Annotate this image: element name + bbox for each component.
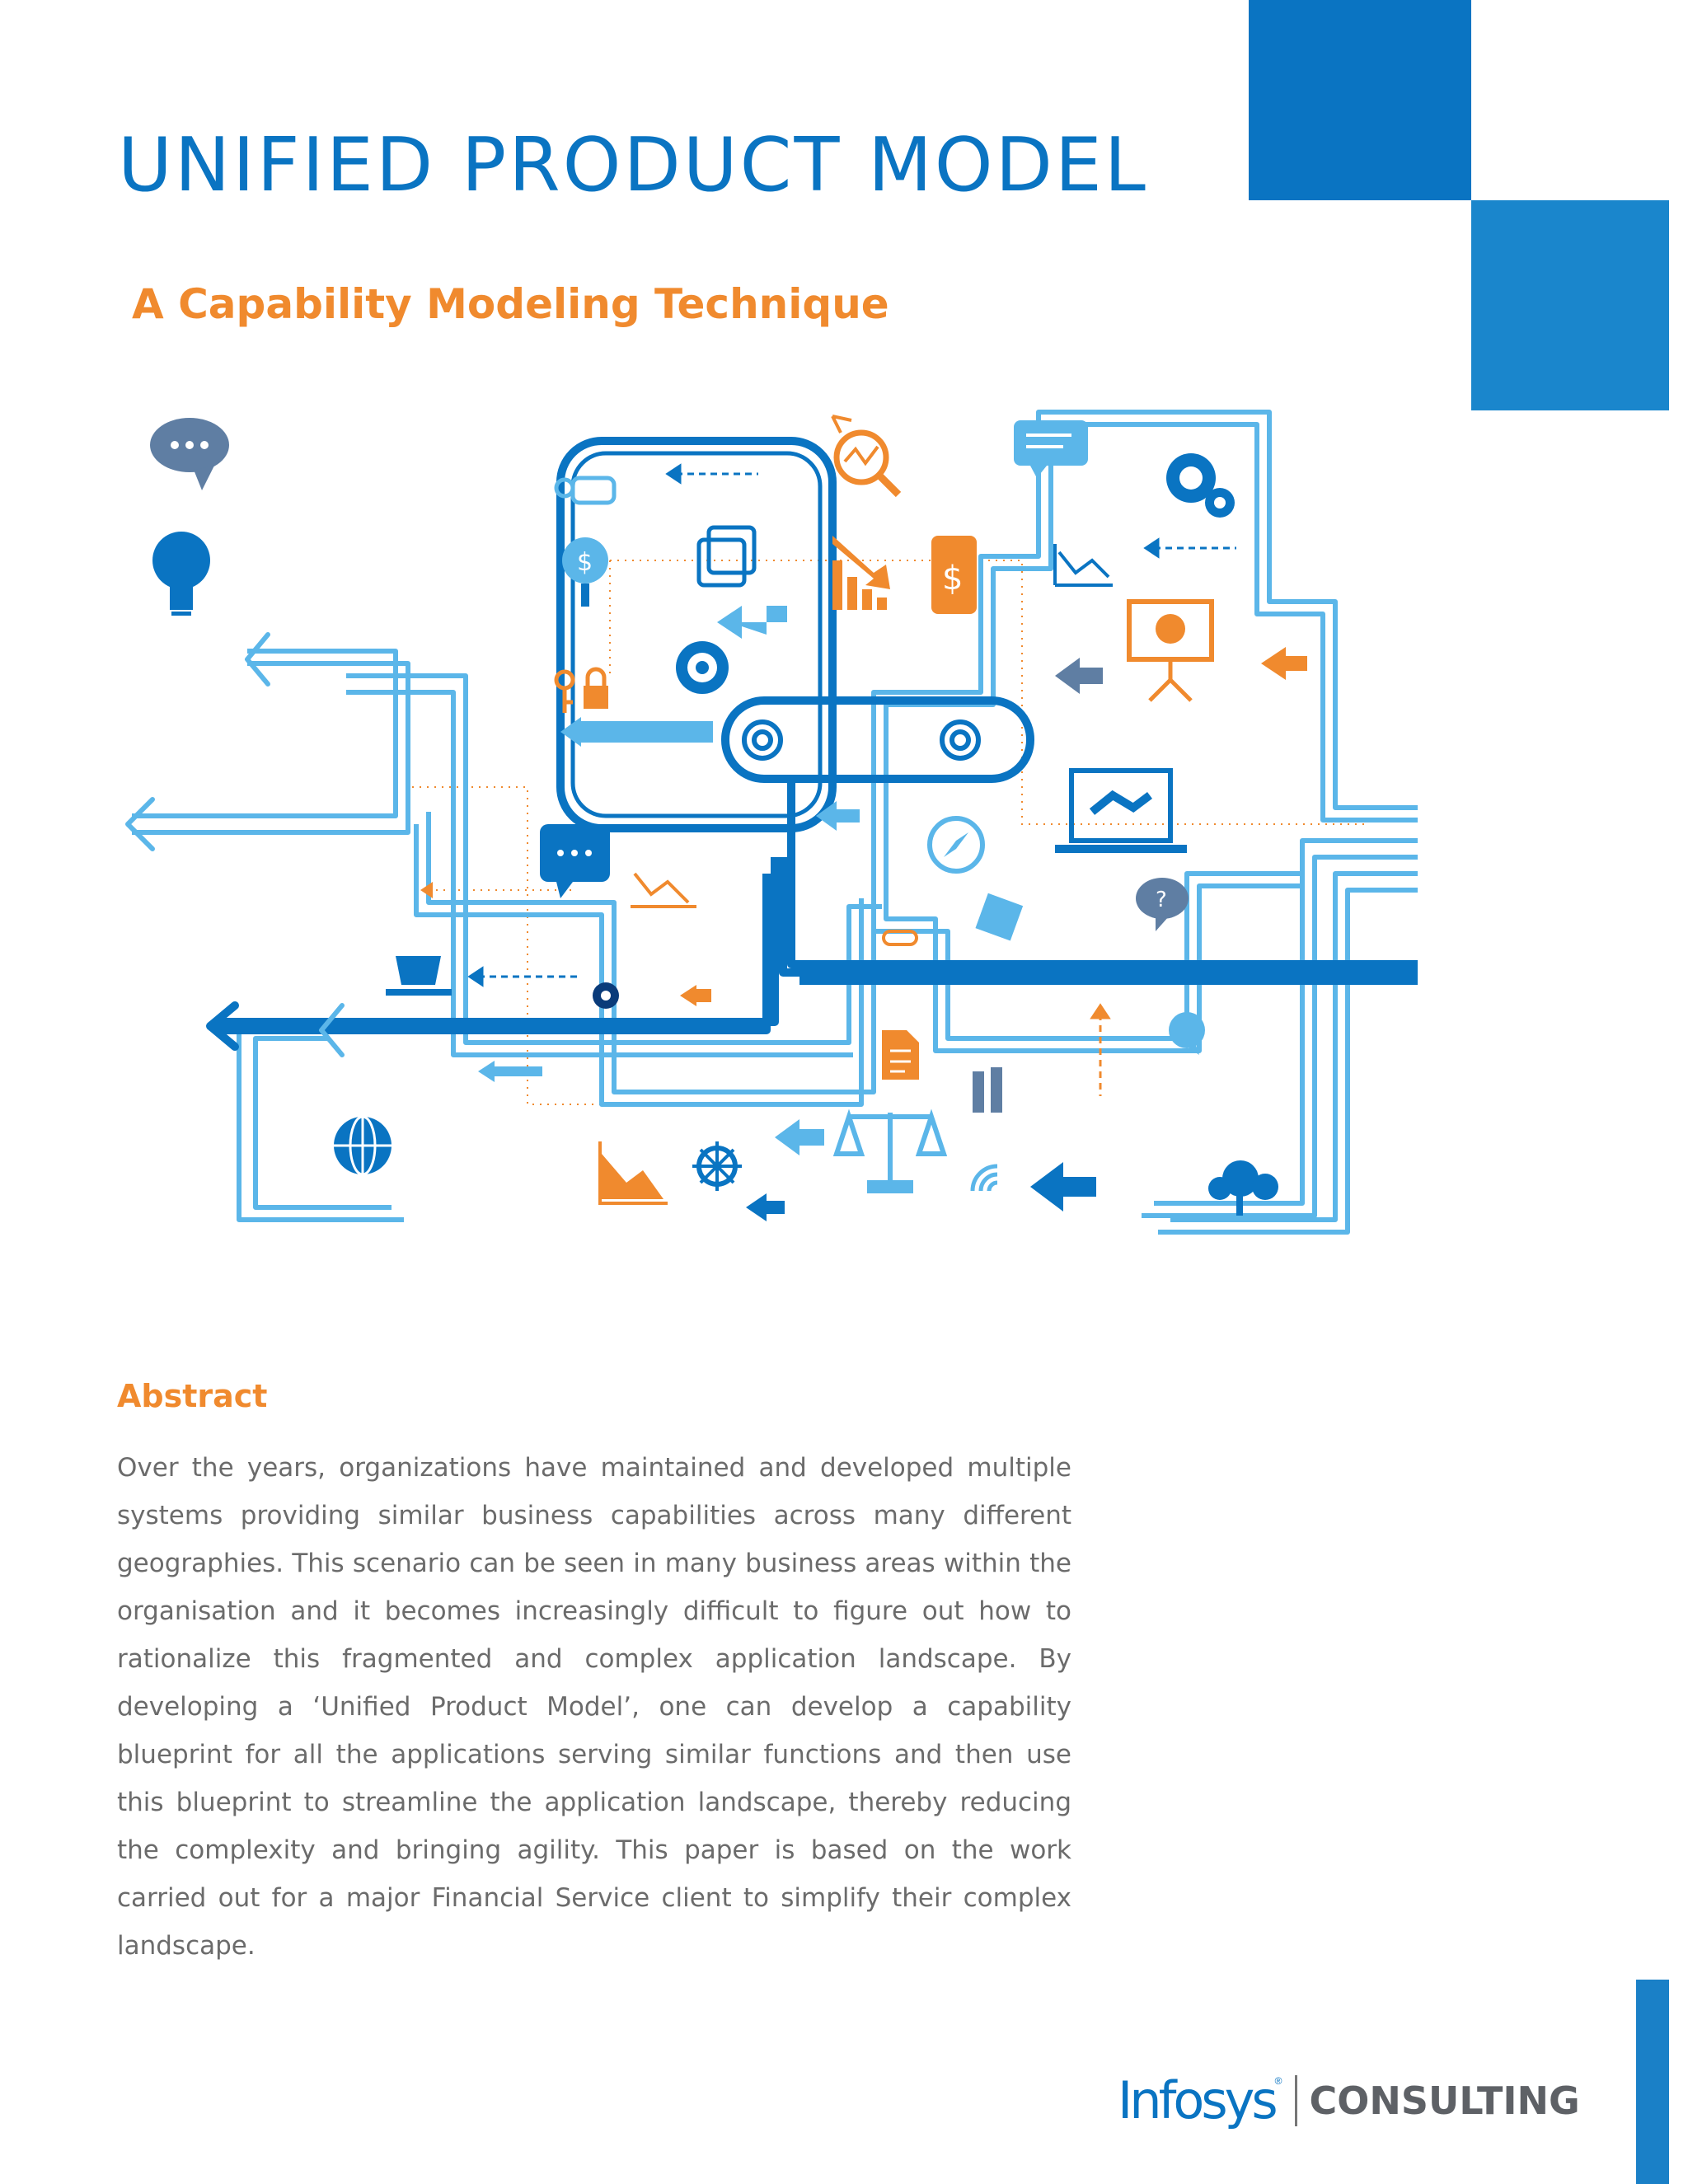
line-chart-icon	[631, 872, 696, 908]
chat-bubble-icon	[1169, 1012, 1205, 1055]
arrow-left-icon	[1055, 658, 1103, 694]
arrow-left-icon	[746, 1193, 785, 1221]
logo-consulting: CONSULTING	[1309, 2078, 1580, 2123]
pipe-arrowheads	[125, 632, 345, 1057]
infosys-consulting-logo: Infosys® CONSULTING	[1118, 2070, 1580, 2136]
arrow-left-icon	[420, 882, 433, 898]
compass-icon	[927, 816, 985, 874]
abstract-heading: Abstract	[117, 1378, 268, 1414]
logo-divider	[1295, 2074, 1298, 2126]
svg-text:?: ?	[1156, 888, 1167, 912]
logo-infosys: Infosys	[1118, 2070, 1278, 2130]
laptop-handshake-icon	[1055, 768, 1187, 853]
question-bubble-icon: ?	[1136, 878, 1189, 931]
connector-rings	[742, 719, 981, 761]
paperclip-icon	[882, 930, 918, 946]
wifi-icon	[970, 1164, 998, 1192]
arrow-left-icon	[1261, 647, 1307, 680]
globe-icon	[334, 1115, 392, 1176]
trend-magnifier-icon	[831, 415, 902, 498]
dark-blue-pipes	[214, 437, 1418, 1034]
gear-icon	[676, 641, 729, 694]
page-subtitle: A Capability Modeling Technique	[132, 280, 889, 328]
key-icon	[554, 669, 575, 713]
coffee-cup-icon	[386, 956, 452, 996]
registered-mark: ®	[1274, 2075, 1282, 2087]
speech-bubble-icon	[150, 418, 229, 490]
arrow-left-icon	[816, 801, 860, 831]
lightbulb-icon	[152, 532, 210, 616]
scale-icon	[832, 1108, 948, 1193]
chat-bubble-icon	[540, 824, 610, 898]
ship-wheel-icon	[692, 1141, 742, 1191]
cloud-icon	[1208, 1160, 1278, 1216]
declining-chart-icon	[598, 1141, 668, 1205]
svg-text:$: $	[577, 548, 593, 577]
corner-block-bottom	[1636, 1980, 1669, 2184]
gears-icon	[1166, 453, 1235, 518]
light-blue-pipes	[132, 410, 1418, 1235]
page-title: UNIFIED PRODUCT MODEL	[118, 122, 1148, 209]
dashed-arrow-up-icon	[1090, 1003, 1111, 1096]
people-icon	[973, 1067, 1002, 1113]
calendar-icon	[696, 525, 757, 588]
dashed-arrow-left-icon	[467, 966, 577, 987]
line-chart-icon	[1053, 544, 1113, 587]
presentation-board-icon	[1127, 599, 1214, 702]
puzzle-icon	[975, 893, 1024, 941]
declining-chart-icon	[832, 536, 890, 610]
mobile-money-icon: $	[931, 536, 977, 614]
corner-block-top	[1249, 0, 1471, 200]
arrow-left-icon	[680, 985, 711, 1006]
lock-icon	[584, 667, 608, 709]
document-icon	[882, 1030, 919, 1080]
capability-illustration: $ $	[125, 410, 1418, 1235]
abstract-text: Over the years, organizations have maint…	[117, 1453, 1071, 1961]
arrow-left-icon	[1030, 1162, 1096, 1212]
arrow-left-icon	[775, 1119, 824, 1155]
arrow-left-icon	[478, 1061, 542, 1082]
corner-block-right	[1471, 200, 1669, 410]
svg-text:$: $	[942, 560, 963, 598]
message-icon	[1014, 420, 1088, 478]
money-search-icon: $	[562, 537, 608, 607]
gear-icon	[593, 982, 619, 1009]
arrow-left-icon	[560, 606, 787, 747]
hand-pointer-icon	[554, 476, 617, 505]
dashed-arrow-left-icon	[665, 463, 758, 485]
dashed-arrow-left-icon	[1143, 537, 1236, 559]
